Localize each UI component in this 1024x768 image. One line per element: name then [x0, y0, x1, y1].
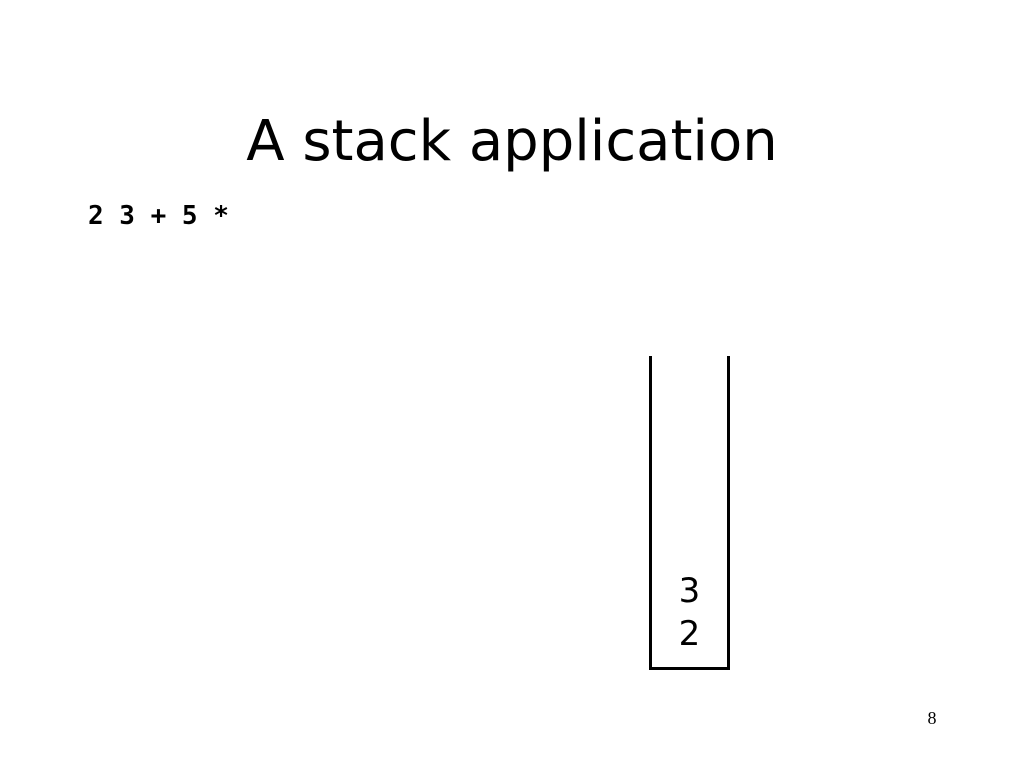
stack-left-wall — [649, 356, 652, 670]
stack-diagram: 3 2 — [648, 356, 732, 670]
stack-item-bottom: 2 — [678, 614, 701, 654]
page-number: 8 — [927, 708, 937, 728]
postfix-expression: 2 3 + 5 * — [88, 201, 229, 231]
stack-items: 3 2 — [652, 570, 727, 656]
stack-item-top: 3 — [678, 571, 701, 611]
slide-title: A stack application — [246, 108, 778, 174]
stack-right-wall — [727, 356, 730, 670]
stack-bottom — [649, 667, 730, 670]
